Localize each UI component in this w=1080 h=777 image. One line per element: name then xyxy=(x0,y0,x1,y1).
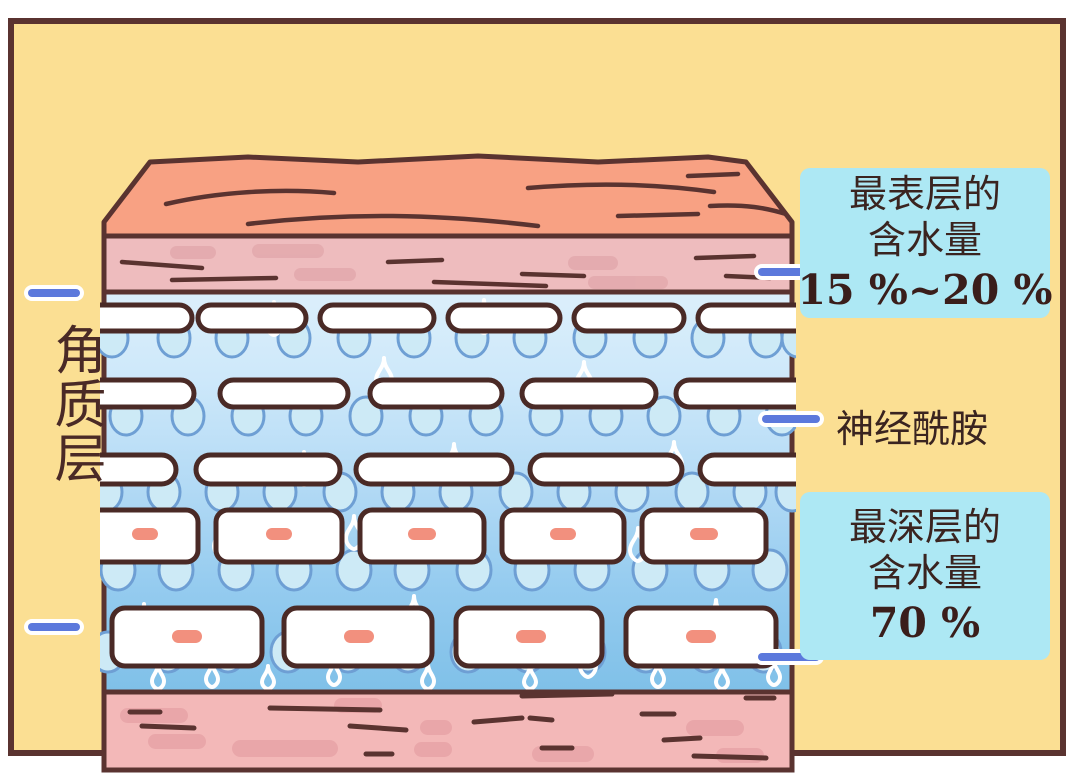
epidermis-pink-layer xyxy=(101,233,795,297)
corneocyte-row-4 xyxy=(100,507,769,565)
connector-deep-water xyxy=(758,653,820,661)
connector-left-bottom xyxy=(28,623,80,631)
callout-deep-water-line1: 最深层的 xyxy=(848,505,1001,550)
stratum-corneum-label: 角质层 xyxy=(45,323,105,485)
connector-left-top xyxy=(28,289,80,297)
dermis-pink-layer xyxy=(101,689,795,773)
cell-nucleus xyxy=(132,528,718,540)
skin-diagram xyxy=(98,152,798,774)
corneocyte-row-3 xyxy=(100,452,796,487)
stratum-corneum-layer xyxy=(100,289,796,697)
corneocyte-row-2 xyxy=(100,377,796,410)
callout-deep-water: 最深层的 含水量 70 % xyxy=(800,492,1050,660)
callout-surface-water-line1: 最表层的 xyxy=(848,172,1001,217)
skin-surface-layer xyxy=(101,153,795,239)
connector-surface-water xyxy=(758,268,818,276)
connector-ceramide xyxy=(762,415,820,423)
figure-card: 角质层 xyxy=(8,18,1066,773)
callout-deep-water-value: 70 % xyxy=(869,598,981,647)
cell-nucleus xyxy=(172,630,716,643)
callout-ceramide: 神经酰胺 xyxy=(836,407,989,451)
corneocyte-row-5 xyxy=(109,605,779,669)
callout-deep-water-line2: 含水量 xyxy=(867,551,982,596)
callout-surface-water-value: 15 %~20 % xyxy=(797,265,1053,314)
callout-surface-water: 最表层的 含水量 15 %~20 % xyxy=(797,168,1053,318)
callout-surface-water-line2: 含水量 xyxy=(867,218,982,263)
corneocyte-row-1 xyxy=(100,302,796,334)
